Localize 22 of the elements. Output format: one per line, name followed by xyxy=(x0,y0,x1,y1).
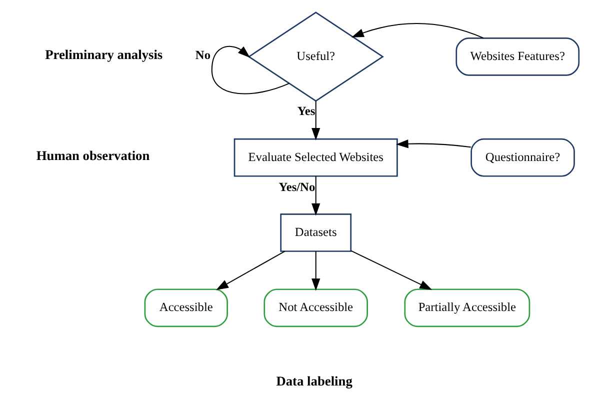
label: Data labeling xyxy=(276,374,352,389)
node-box: Evaluate Selected Websites xyxy=(233,138,398,177)
node-box: Accessible xyxy=(144,288,228,328)
node-box: Websites Features? xyxy=(455,38,580,76)
arrow xyxy=(350,250,432,290)
arrow xyxy=(210,46,289,94)
arrow xyxy=(216,250,285,290)
label: Human observation xyxy=(36,148,150,164)
arrow xyxy=(311,101,320,140)
node-box: Questionnaire? xyxy=(470,138,574,177)
edge-label: No xyxy=(194,48,210,62)
arrow xyxy=(395,140,470,148)
label: Preliminary analysis xyxy=(44,47,162,62)
node-diamond: Useful? xyxy=(247,12,384,102)
edge-label: Yes xyxy=(296,104,315,118)
node-box: Datasets xyxy=(280,214,352,252)
edge-label: Yes/No xyxy=(278,180,315,194)
node-box: Not Accessible xyxy=(263,288,368,328)
arrow xyxy=(311,176,320,216)
node-box: Partially Accessible xyxy=(404,288,530,328)
arrow xyxy=(311,251,320,291)
arrow xyxy=(350,23,484,39)
